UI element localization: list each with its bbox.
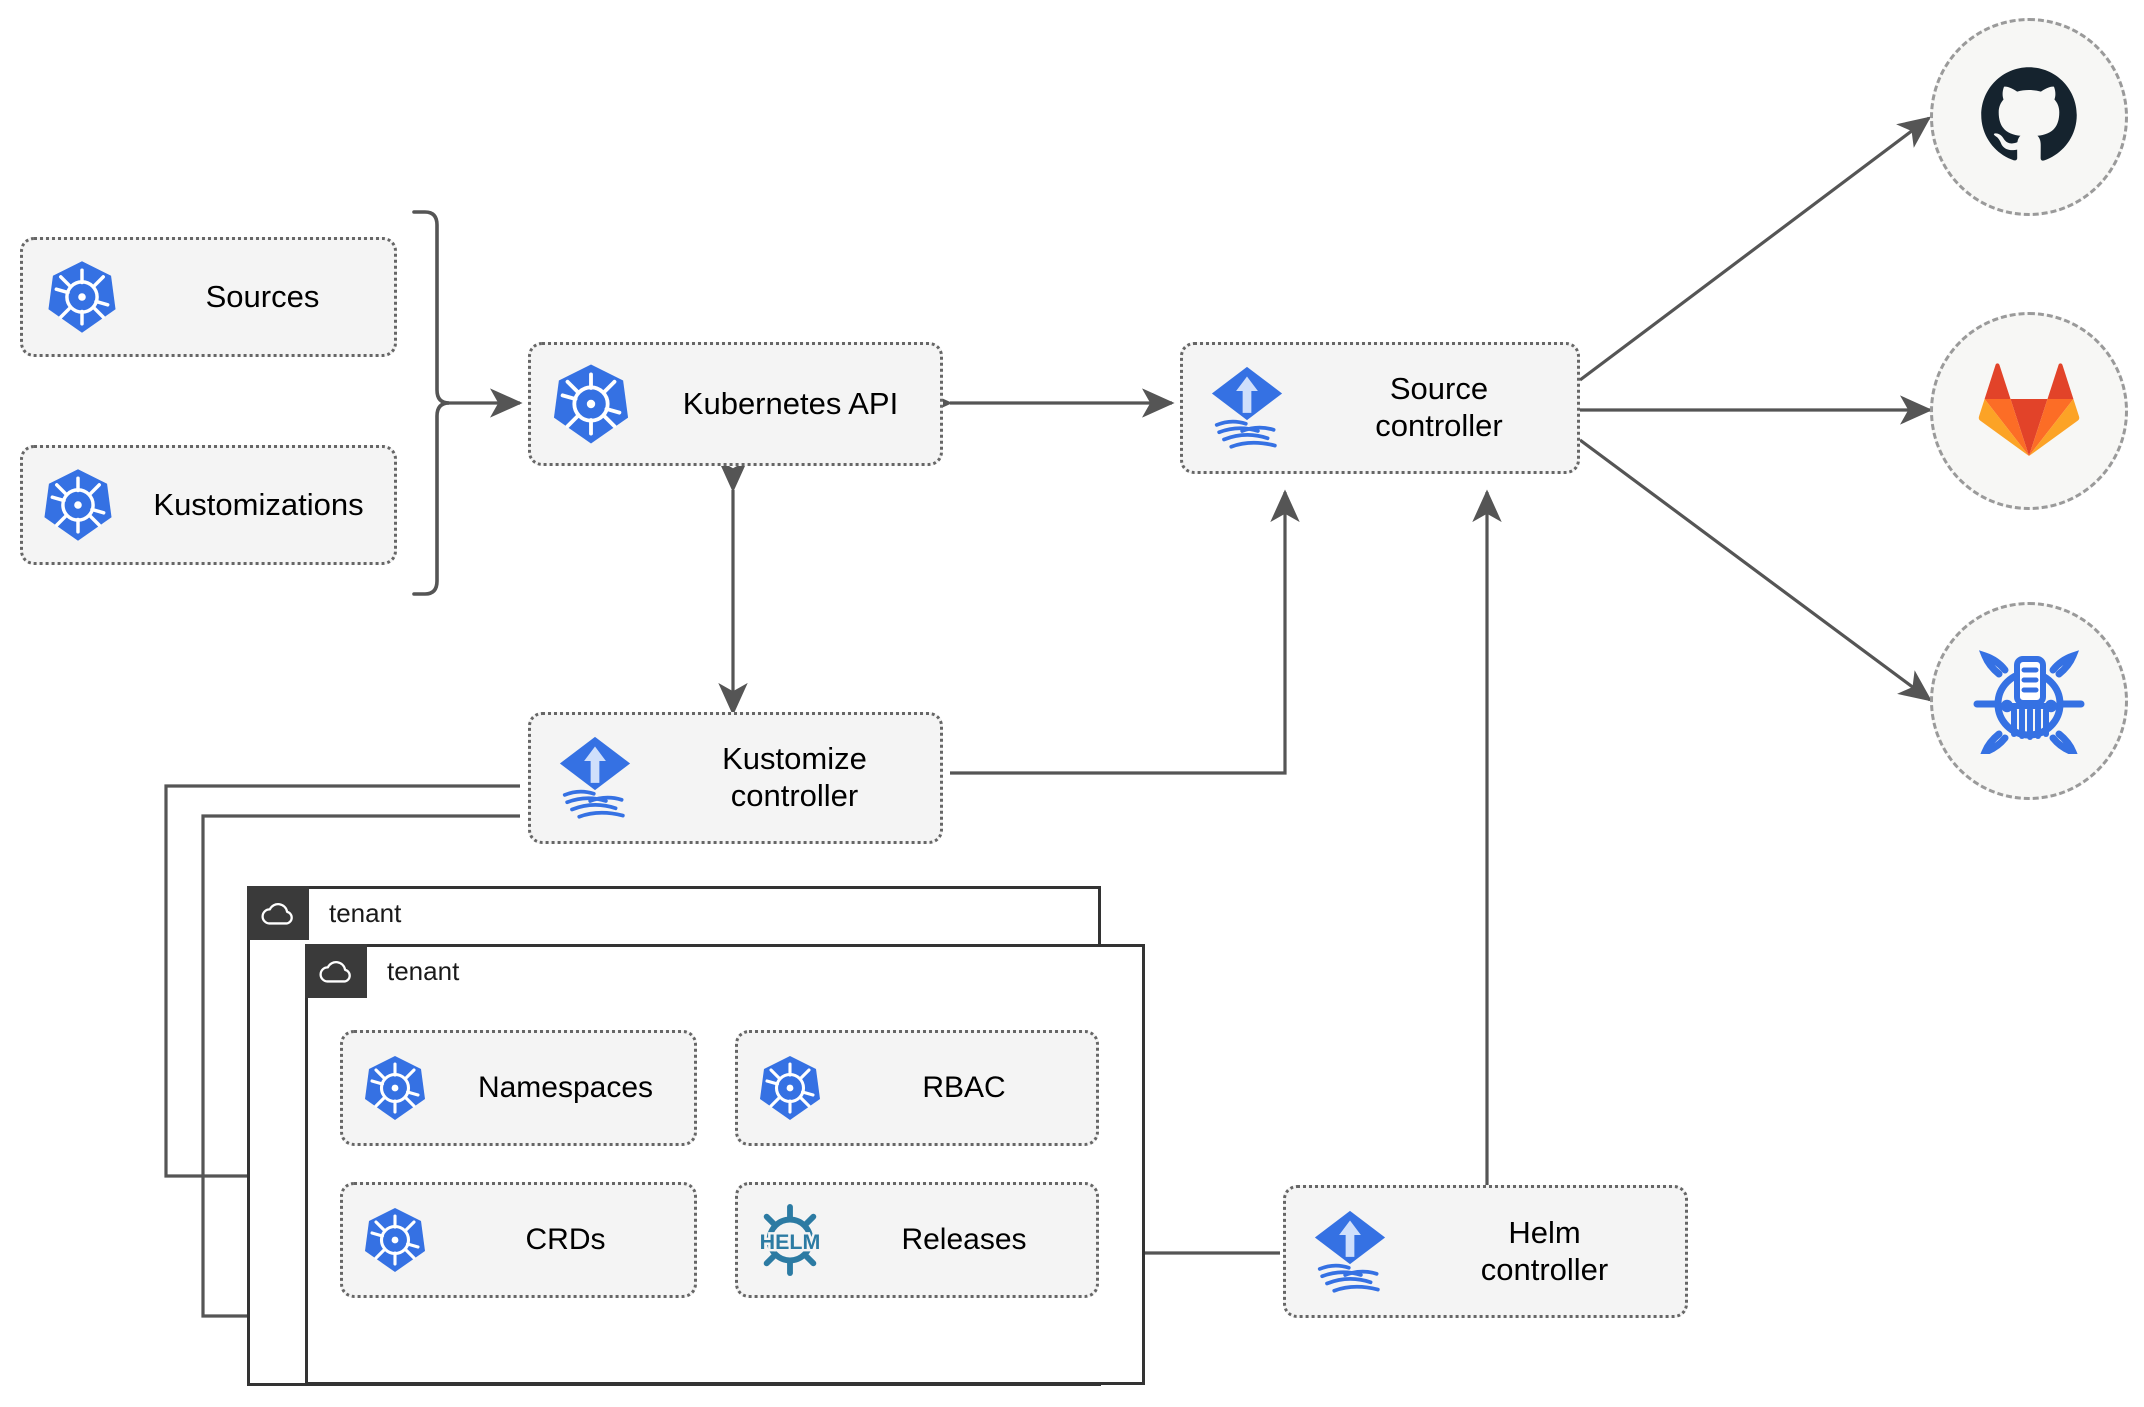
node-kustomize-controller[interactable]: Kustomize controller [528, 712, 943, 844]
cloud-icon [247, 886, 309, 940]
node-label: Releases [901, 1223, 1027, 1257]
node-label: Kubernetes API [682, 385, 899, 421]
node-crds[interactable]: CRDs [340, 1182, 697, 1298]
kubernetes-icon [738, 1054, 842, 1122]
kubernetes-icon [23, 259, 141, 335]
cloud-icon [305, 944, 367, 998]
node-label: Kustomize controller [722, 741, 867, 813]
node-kubernetes-api[interactable]: Kubernetes API [528, 342, 943, 466]
node-label: Namespaces [477, 1071, 654, 1105]
tenant-title: tenant [329, 897, 402, 928]
flux-icon [1286, 1206, 1414, 1298]
node-rbac[interactable]: RBAC [735, 1030, 1099, 1146]
node-helm-controller[interactable]: Helm controller [1283, 1185, 1688, 1318]
tenant-title: tenant [387, 955, 460, 986]
tenant-header-inner: tenant [305, 944, 459, 998]
endpoint-github[interactable] [1930, 18, 2128, 216]
node-releases[interactable]: HELM Releases [735, 1182, 1099, 1298]
node-label: Source controller [1375, 371, 1503, 443]
kubernetes-icon [23, 467, 133, 543]
node-label: RBAC [922, 1071, 1006, 1105]
tenant-header-outer: tenant [247, 886, 401, 940]
kubernetes-icon [343, 1206, 447, 1274]
node-namespaces[interactable]: Namespaces [340, 1030, 697, 1146]
node-sources[interactable]: Sources [20, 237, 397, 357]
node-label: Sources [205, 278, 320, 314]
github-icon [1977, 63, 2081, 172]
node-label: CRDs [525, 1223, 606, 1257]
helm-icon: HELM [738, 1203, 842, 1277]
svg-text:HELM: HELM [760, 1230, 821, 1254]
tenant-container-inner [305, 944, 1145, 1385]
kubernetes-icon [531, 362, 651, 446]
node-source-controller[interactable]: Source controller [1180, 342, 1580, 474]
endpoint-helm-repository[interactable] [1930, 602, 2128, 800]
kubernetes-icon [343, 1054, 447, 1122]
node-kustomizations[interactable]: Kustomizations [20, 445, 397, 565]
helm-repository-icon [1973, 644, 2085, 759]
node-label: Kustomizations [153, 486, 364, 522]
flux-icon [531, 732, 659, 824]
endpoint-gitlab[interactable] [1930, 312, 2128, 510]
flux-icon [1183, 362, 1311, 454]
gitlab-icon [1976, 359, 2082, 464]
node-label: Helm controller [1480, 1214, 1609, 1287]
